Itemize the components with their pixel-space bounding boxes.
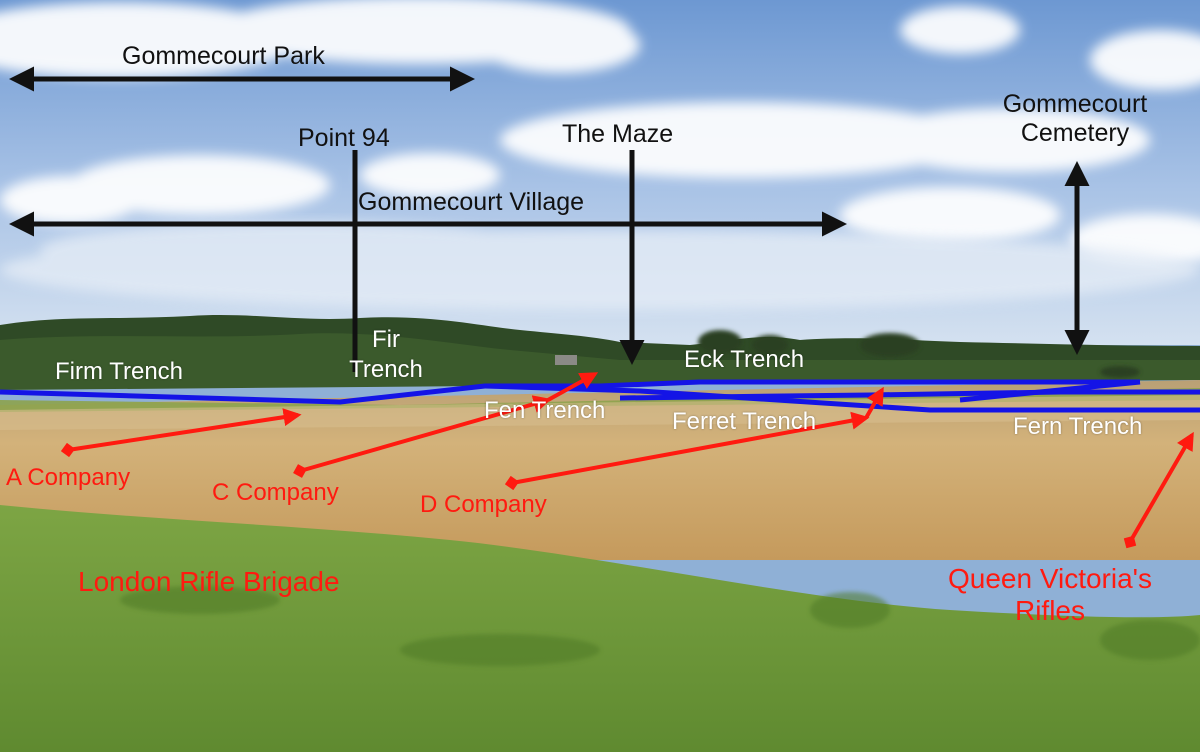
attack-arrows — [60, 372, 1194, 549]
gommecourt-village-label: Gommecourt Village — [358, 188, 585, 216]
eck-trench-label: Eck Trench — [684, 346, 805, 373]
qvr-arrow — [1123, 431, 1194, 549]
d-company-label: D Company — [420, 491, 547, 518]
queen-victorias-rifles-label: Queen Victoria's Rifles — [905, 565, 1195, 625]
cemetery-label-line2: Cemetery — [1020, 119, 1130, 147]
the-maze-label: The Maze — [562, 120, 674, 148]
firm-trench-label: Firm Trench — [55, 358, 184, 385]
gommecourt-park-label: Gommecourt Park — [122, 42, 325, 70]
fir-trench-line2: Trench — [349, 356, 423, 383]
d-company-arrow-2 — [864, 386, 884, 419]
fen-trench-label: Fen Trench — [484, 397, 606, 424]
c-company-arrow-2 — [547, 372, 599, 402]
fir-trench-label: Fir Trench — [336, 328, 436, 382]
a-company-arrow — [60, 408, 302, 458]
qvr-label-line2: Rifles — [1014, 595, 1085, 626]
fern-trench-label: Fern Trench — [1013, 413, 1143, 440]
black-arrows — [9, 66, 1090, 372]
a-company-label: A Company — [6, 464, 131, 491]
point-94-label: Point 94 — [298, 124, 390, 152]
ferret-trench-label: Ferret Trench — [672, 408, 817, 435]
qvr-label-line1: Queen Victoria's — [947, 563, 1153, 594]
london-rifle-brigade-label: London Rifle Brigade — [78, 566, 340, 597]
grass-foreground — [0, 505, 1200, 752]
cemetery-label-line1: Gommecourt — [1002, 90, 1148, 118]
c-company-label: C Company — [212, 479, 339, 506]
trench-lines — [0, 379, 1200, 413]
fir-trench-line1: Fir — [372, 326, 400, 353]
gommecourt-cemetery-label: Gommecourt Cemetery — [980, 92, 1170, 146]
d-company-arrow-1 — [504, 411, 870, 491]
